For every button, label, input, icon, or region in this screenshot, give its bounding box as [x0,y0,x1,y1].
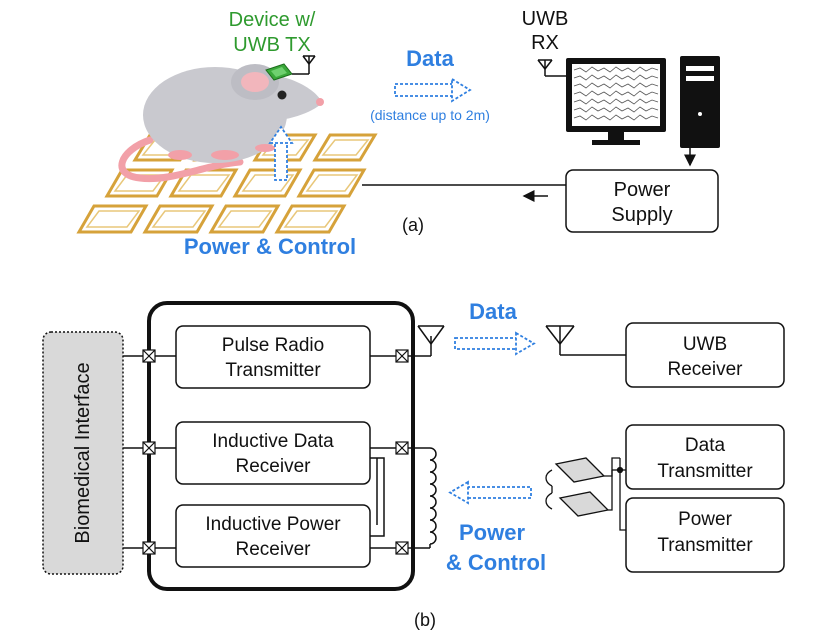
inductive-power-line2: Receiver [236,539,312,560]
transmit-coils-icon [545,457,626,531]
inductive-data-line2: Receiver [236,456,312,477]
pulse-radio-line2: Transmitter [225,360,321,381]
uwb-receiver-line1: UWB [683,334,727,355]
power-control-label-a: Power & Control [184,234,356,259]
rx-label-line2: RX [531,32,559,54]
device-antenna-icon [292,55,316,75]
power-control-line1: Power [459,520,525,545]
device-label-line1: Device w/ [229,9,316,31]
receive-coil-icon [408,447,437,549]
data-arrow-a [394,77,472,103]
caption-b: (b) [414,610,436,630]
device-label-line2: UWB TX [233,34,310,56]
biomedical-interface-box [42,331,124,575]
uwb-receiver-line2: Receiver [668,359,744,380]
panel-a: Device w/ UWB TX Data (distance up to 2m… [76,8,720,259]
power-control-line2: & Control [446,550,546,575]
monitor-icon [566,58,666,145]
inductive-data-receiver-box [175,421,371,485]
power-transmitter-box [625,497,785,573]
power-supply-box [565,169,719,233]
right-pads [395,349,409,555]
data-label-a: Data [406,46,454,71]
inductive-power-line1: Inductive Power [205,514,341,535]
pulse-radio-transmitter-box [175,325,371,389]
computer-tower-icon [680,56,720,148]
data-label-b: Data [469,299,517,324]
pulse-radio-line1: Pulse Radio [222,335,324,356]
data-transmitter-line2: Transmitter [657,461,753,482]
inductive-data-line1: Inductive Data [212,431,334,452]
uwb-receiver-antenna-icon [545,325,626,356]
power-transmitter-line2: Transmitter [657,535,753,556]
biomedical-interface-label: Biomedical Interface [72,362,94,543]
left-pads [142,349,156,555]
data-arrow-b [454,331,536,356]
power-supply-line2: Supply [611,204,672,226]
power-supply-line1: Power [614,179,671,201]
power-up-arrow [268,125,294,181]
data-transmitter-line1: Data [685,435,726,456]
uwb-receiver-box [625,322,785,388]
rx-label-line1: UWB [522,8,569,30]
power-transmitter-line1: Power [678,509,733,530]
panel-b: Biomedical Interface Pulse Radio Transmi… [42,299,785,630]
distance-label: (distance up to 2m) [370,107,490,123]
caption-a: (a) [402,215,424,235]
rx-antenna-icon [537,59,566,77]
data-transmitter-box [625,424,785,490]
chip-antenna-icon [408,325,445,357]
power-control-arrow-b [448,480,532,505]
mouse-illustration [118,64,324,183]
